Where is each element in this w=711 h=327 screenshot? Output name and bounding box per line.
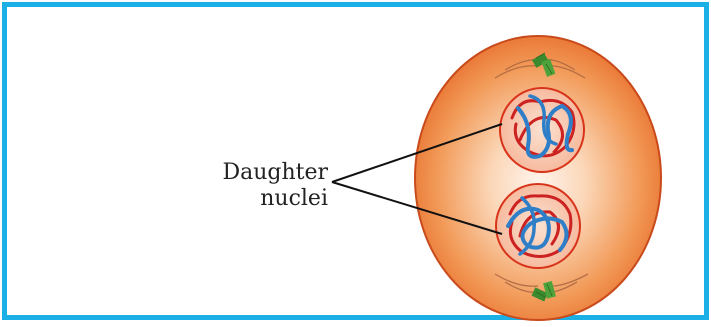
lower-daughter-nucleus [496,184,580,268]
daughter-nuclei-label-line2: nuclei [196,186,328,212]
daughter-nuclei-label-line1: Daughter [196,160,328,186]
cell-body [415,36,661,320]
upper-daughter-nucleus [500,88,584,172]
